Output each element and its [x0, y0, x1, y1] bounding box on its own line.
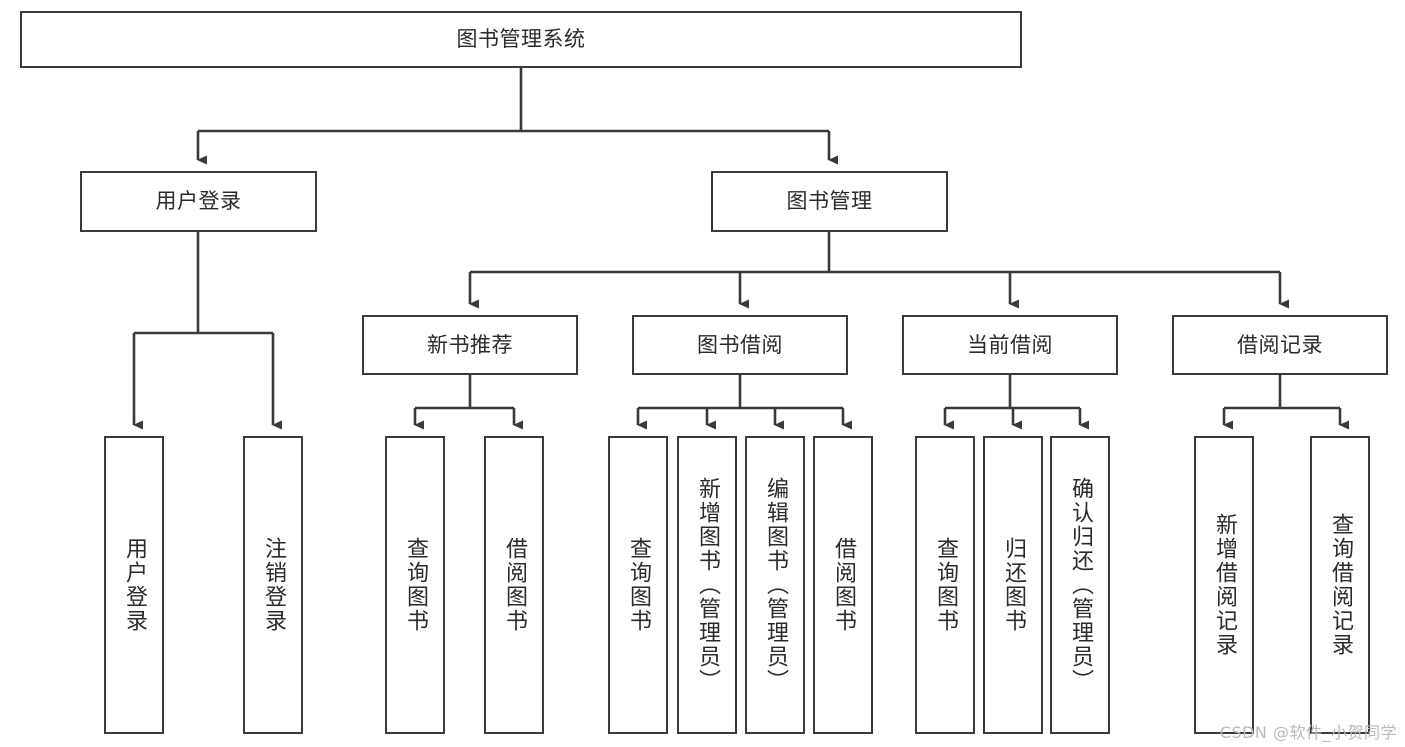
node-label-leaf-user-logout: 注销登录 [261, 537, 286, 633]
module-node-user-login[interactable]: 用户登录 [80, 171, 317, 232]
leaf-node-leaf-add-borrow-record[interactable]: 新增借阅记录 [1194, 436, 1254, 734]
node-label-leaf-edit-book-admin: 编辑图书（管理员） [763, 477, 788, 693]
leaf-node-leaf-query-book-borrow[interactable]: 查询图书 [608, 436, 668, 734]
node-label-leaf-query-book-borrow: 查询图书 [626, 537, 651, 633]
submodule-node-new-book-recommend[interactable]: 新书推荐 [362, 315, 578, 375]
submodule-node-current-borrow[interactable]: 当前借阅 [902, 315, 1118, 375]
submodule-node-book-borrow[interactable]: 图书借阅 [632, 315, 848, 375]
submodule-node-borrow-record[interactable]: 借阅记录 [1172, 315, 1388, 375]
node-label-new-book-recommend: 新书推荐 [427, 332, 513, 357]
leaf-node-leaf-borrow-book[interactable]: 借阅图书 [813, 436, 873, 734]
root-node-root[interactable]: 图书管理系统 [20, 11, 1022, 68]
node-label-leaf-user-login: 用户登录 [122, 537, 147, 633]
node-label-leaf-confirm-return-admin: 确认归还（管理员） [1068, 477, 1093, 693]
node-label-leaf-return-book: 归还图书 [1001, 537, 1026, 633]
leaf-node-leaf-query-book-rec[interactable]: 查询图书 [385, 436, 445, 734]
node-label-leaf-query-borrow-record: 查询借阅记录 [1328, 513, 1353, 657]
leaf-node-leaf-edit-book-admin[interactable]: 编辑图书（管理员） [745, 436, 805, 734]
node-label-leaf-add-book-admin: 新增图书（管理员） [695, 477, 720, 693]
node-label-leaf-borrow-book-rec: 借阅图书 [502, 537, 527, 633]
leaf-node-leaf-user-login[interactable]: 用户登录 [104, 436, 164, 734]
node-label-user-login: 用户登录 [155, 189, 242, 214]
node-label-current-borrow: 当前借阅 [967, 332, 1053, 357]
node-label-leaf-borrow-book: 借阅图书 [831, 537, 856, 633]
leaf-node-leaf-confirm-return-admin[interactable]: 确认归还（管理员） [1050, 436, 1110, 734]
leaf-node-leaf-return-book[interactable]: 归还图书 [983, 436, 1043, 734]
module-node-book-manage[interactable]: 图书管理 [711, 171, 948, 232]
node-label-leaf-add-borrow-record: 新增借阅记录 [1212, 513, 1237, 657]
node-label-book-borrow: 图书借阅 [697, 332, 783, 357]
leaf-node-leaf-add-book-admin[interactable]: 新增图书（管理员） [677, 436, 737, 734]
node-label-book-manage: 图书管理 [786, 189, 873, 214]
leaf-node-leaf-user-logout[interactable]: 注销登录 [243, 436, 303, 734]
leaf-node-leaf-query-borrow-record[interactable]: 查询借阅记录 [1310, 436, 1370, 734]
node-label-leaf-query-book-current: 查询图书 [933, 537, 958, 633]
node-label-leaf-query-book-rec: 查询图书 [403, 537, 428, 633]
leaf-node-leaf-borrow-book-rec[interactable]: 借阅图书 [484, 436, 544, 734]
node-label-borrow-record: 借阅记录 [1237, 332, 1323, 357]
csdn-watermark: CSDN @软件_小贺同学 [1219, 723, 1397, 742]
node-label-root: 图书管理系统 [456, 27, 586, 52]
leaf-node-leaf-query-book-current[interactable]: 查询图书 [915, 436, 975, 734]
